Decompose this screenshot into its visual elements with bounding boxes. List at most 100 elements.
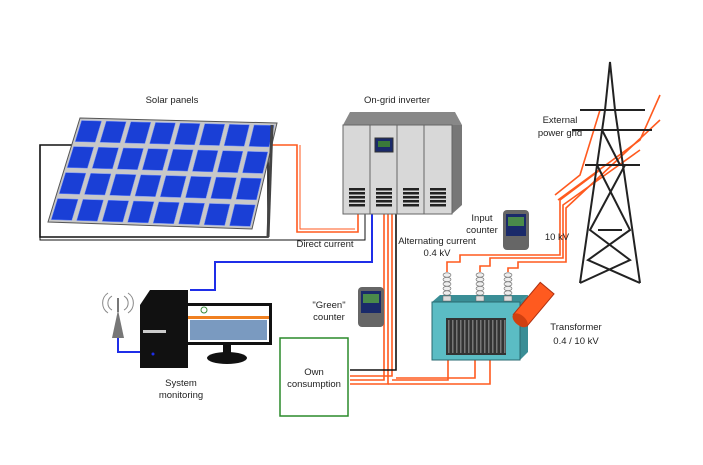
vent-slat <box>376 200 392 203</box>
antenna-data-wire <box>117 338 145 353</box>
hv-line-3 <box>507 119 661 272</box>
transformer-label-2: 0.4 / 10 kV <box>553 336 599 347</box>
solar-panels-label: Solar panels <box>146 95 199 106</box>
cooling-fin <box>476 320 478 353</box>
solar-cell <box>116 147 144 170</box>
solar-cell <box>159 175 187 198</box>
monitoring-label-1: System <box>165 378 197 389</box>
cooling-fin <box>468 320 470 353</box>
ac-wire-3 <box>350 214 393 377</box>
solar-cell <box>242 151 269 174</box>
grid-label-1: External <box>543 115 578 126</box>
vent-slat <box>403 204 419 207</box>
solar-cell <box>58 172 87 195</box>
vent-slat <box>430 204 446 207</box>
ac-label-1: Alternating current <box>398 236 476 247</box>
cooling-fin <box>480 320 482 353</box>
bushing-disc <box>442 276 452 282</box>
vent-slat <box>403 192 419 195</box>
solar-cell <box>76 199 104 222</box>
direct-current-label: Direct current <box>296 239 353 250</box>
bushing-disc <box>475 281 485 287</box>
solar-cell <box>223 124 250 147</box>
own-consumption-box <box>279 337 349 417</box>
vent-slat <box>430 192 446 195</box>
cooling-fin <box>452 320 454 353</box>
bushing-base <box>475 295 485 302</box>
own-consumption-label-2: consumption <box>287 379 341 390</box>
solar-cell <box>127 200 155 224</box>
grid-label-2: power grid <box>538 128 582 139</box>
grid-line-b <box>557 94 661 201</box>
vent-slat <box>349 192 365 195</box>
transformer-label-1: Transformer <box>550 322 601 333</box>
solar-cell <box>101 199 130 223</box>
input-counter-label-1: Input <box>471 213 492 224</box>
vent-slat <box>349 204 365 207</box>
vent-slat <box>376 196 392 199</box>
solar-cell <box>109 173 137 197</box>
cooling-fin <box>464 320 466 353</box>
solar-cell <box>217 150 244 173</box>
solar-cell <box>235 177 262 201</box>
hv-line-2 <box>479 149 641 272</box>
dc-wire-2 <box>299 145 355 230</box>
solar-cell <box>152 201 180 225</box>
ac-label-2: 0.4 kV <box>424 248 452 259</box>
solar-cell <box>229 204 256 227</box>
bushing-disc <box>442 272 452 278</box>
green-counter <box>358 287 384 327</box>
vent-slat <box>430 196 446 199</box>
solar-cell <box>198 123 226 146</box>
solar-cell <box>124 121 152 144</box>
input-counter-label-2: counter <box>466 225 498 236</box>
vent-slat <box>349 196 365 199</box>
vent-slat <box>349 200 365 203</box>
bushing-disc <box>475 272 485 278</box>
solar-cell <box>167 149 194 172</box>
bushing-disc <box>442 285 452 291</box>
solar-cell <box>134 174 162 197</box>
grid-line-a <box>554 109 601 196</box>
bushing-disc <box>503 281 513 287</box>
dc-wire <box>268 144 359 233</box>
power-tower <box>572 61 652 284</box>
cooling-fin <box>504 320 506 353</box>
bushing-base <box>442 295 452 302</box>
transformer <box>431 272 555 361</box>
bushing-disc <box>475 285 485 291</box>
cooling-fin <box>448 320 450 353</box>
vent-slat <box>403 196 419 199</box>
solar-cell <box>210 176 237 200</box>
vent-slat <box>376 192 392 195</box>
vent-slat <box>430 200 446 203</box>
data-wire <box>190 214 373 291</box>
bushing-disc <box>442 281 452 287</box>
solar-cell <box>203 203 231 226</box>
solar-cell <box>192 149 219 173</box>
solar-cell <box>141 148 169 171</box>
cooling-fin <box>460 320 462 353</box>
antenna-icon <box>102 292 134 338</box>
solar-cell <box>84 173 112 196</box>
green-counter-label-2: counter <box>313 312 345 323</box>
cooling-fin <box>496 320 498 353</box>
cooling-fin <box>500 320 502 353</box>
vent-slat <box>376 188 392 191</box>
green-counter-label-1: "Green" <box>312 300 345 311</box>
vent-slat <box>403 200 419 203</box>
bushing-disc <box>442 290 452 296</box>
cooling-fin <box>488 320 490 353</box>
solar-cell <box>91 147 119 170</box>
bushing-disc <box>503 272 513 278</box>
bushing-disc <box>503 290 513 296</box>
solar-cell <box>185 176 212 199</box>
vent-slat <box>376 204 392 207</box>
ac-wire-1 <box>350 214 385 381</box>
cooling-fin <box>456 320 458 353</box>
bushing-disc <box>503 276 513 282</box>
bushing-disc <box>475 290 485 296</box>
solar-cell <box>149 122 176 145</box>
inverter <box>342 112 462 215</box>
cooling-fin <box>492 320 494 353</box>
